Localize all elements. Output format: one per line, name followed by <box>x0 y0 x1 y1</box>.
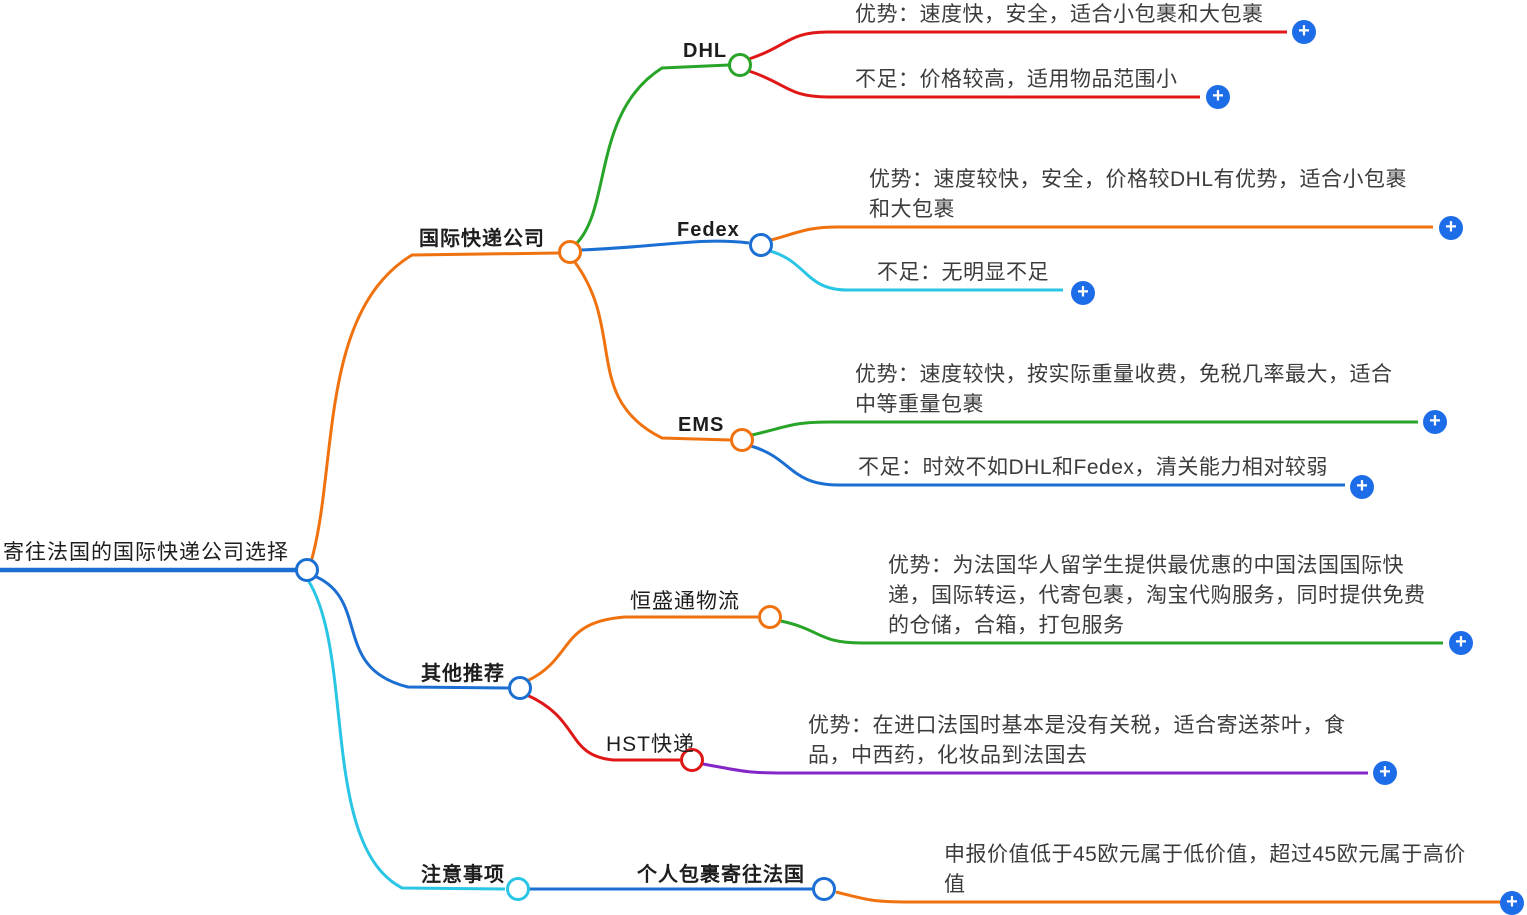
edge-root-express <box>309 251 560 563</box>
leaf-ems-cons[interactable]: 不足：时效不如DHL和Fedex，清关能力相对较弱 <box>858 456 1328 479</box>
node-label-hst[interactable]: HST快递 <box>606 733 695 756</box>
node-label-dhl[interactable]: DHL <box>683 40 728 62</box>
node-label-fedex[interactable]: Fedex <box>677 219 740 241</box>
edge-recommend-hengshengtong <box>526 615 758 683</box>
plus-icon: + <box>1455 631 1467 653</box>
node-circle-ems[interactable] <box>730 428 754 452</box>
node-circle-hst[interactable] <box>680 748 704 772</box>
node-circle-hengshengtong[interactable] <box>758 605 782 629</box>
edge-root-notice <box>306 579 506 891</box>
node-circle-notice[interactable] <box>506 877 530 901</box>
node-circle-personal[interactable] <box>812 877 836 901</box>
node-label-personal[interactable]: 个人包裹寄往法国 <box>637 864 805 886</box>
node-label-recommend[interactable]: 其他推荐 <box>421 663 505 685</box>
add-node-button-personal-note[interactable]: + <box>1500 891 1524 915</box>
edge-express-ems <box>572 260 731 442</box>
leaf-dhl-cons[interactable]: 不足：价格较高，适用物品范围小 <box>855 68 1178 91</box>
leaf-dhl-pros[interactable]: 优势：速度快，安全，适合小包裹和大包裹 <box>855 3 1264 26</box>
node-circle-recommend[interactable] <box>508 676 532 700</box>
node-circle-root[interactable] <box>295 558 319 582</box>
add-node-button-fedex-cons[interactable]: + <box>1071 281 1095 305</box>
plus-icon: + <box>1077 281 1089 303</box>
plus-icon: + <box>1356 475 1368 497</box>
leaf-personal-note[interactable]: 申报价值低于45欧元属于低价值，超过45欧元属于高价 值 <box>944 843 1466 896</box>
edge-hst-pros <box>702 762 1368 775</box>
edge-fedex-pros <box>770 225 1433 242</box>
edge-express-fedex <box>580 239 750 252</box>
add-node-button-ems-cons[interactable]: + <box>1350 475 1374 499</box>
plus-icon: + <box>1445 216 1457 238</box>
node-circle-express[interactable] <box>558 240 582 264</box>
edge-ems-cons <box>750 444 1345 487</box>
plus-icon: + <box>1379 761 1391 783</box>
edge-dhl-pros <box>748 30 1287 61</box>
node-circle-dhl[interactable] <box>728 53 752 77</box>
root-node-label[interactable]: 寄往法国的国际快递公司选择 <box>3 541 289 564</box>
leaf-fedex-cons[interactable]: 不足：无明显不足 <box>877 261 1049 284</box>
edge-personal-note <box>835 890 1502 904</box>
leaf-hengshengtong-pros[interactable]: 优势：为法国华人留学生提供最优惠的中国法国国际快 递，国际转运，代寄包裹，淘宝代… <box>888 554 1426 637</box>
add-node-button-dhl-cons[interactable]: + <box>1206 85 1230 109</box>
edge-dhl-cons <box>748 69 1200 99</box>
plus-icon: + <box>1212 85 1224 107</box>
edge-ems-pros <box>751 420 1418 437</box>
edge-root-recommend <box>311 573 509 690</box>
add-node-button-hst-pros[interactable]: + <box>1373 761 1397 785</box>
add-node-button-ems-pros[interactable]: + <box>1423 410 1447 434</box>
edge-fedex-cons <box>769 249 1063 292</box>
edge-recommend-hst <box>526 693 680 762</box>
leaf-fedex-pros[interactable]: 优势：速度较快，安全，价格较DHL有优势，适合小包裹 和大包裹 <box>869 168 1408 221</box>
leaf-hst-pros[interactable]: 优势：在进口法国时基本是没有关税，适合寄送茶叶，食 品，中西药，化妆品到法国去 <box>808 714 1346 767</box>
add-node-button-hengshengtong-pros[interactable]: + <box>1449 631 1473 655</box>
plus-icon: + <box>1506 891 1518 913</box>
leaf-ems-pros[interactable]: 优势：速度较快，按实际重量收费，免税几率最大，适合 中等重量包裹 <box>855 363 1393 416</box>
plus-icon: + <box>1298 20 1310 42</box>
node-label-hengshengtong[interactable]: 恒盛通物流 <box>630 590 740 613</box>
add-node-button-fedex-pros[interactable]: + <box>1439 216 1463 240</box>
node-label-express[interactable]: 国际快递公司 <box>419 228 545 250</box>
node-circle-fedex[interactable] <box>749 233 773 257</box>
plus-icon: + <box>1429 410 1441 432</box>
node-label-ems[interactable]: EMS <box>678 414 725 436</box>
edge-express-dhl <box>574 63 730 246</box>
node-label-notice[interactable]: 注意事项 <box>421 864 505 886</box>
edge-hengshengtong-pros <box>780 619 1443 645</box>
add-node-button-dhl-pros[interactable]: + <box>1292 20 1316 44</box>
